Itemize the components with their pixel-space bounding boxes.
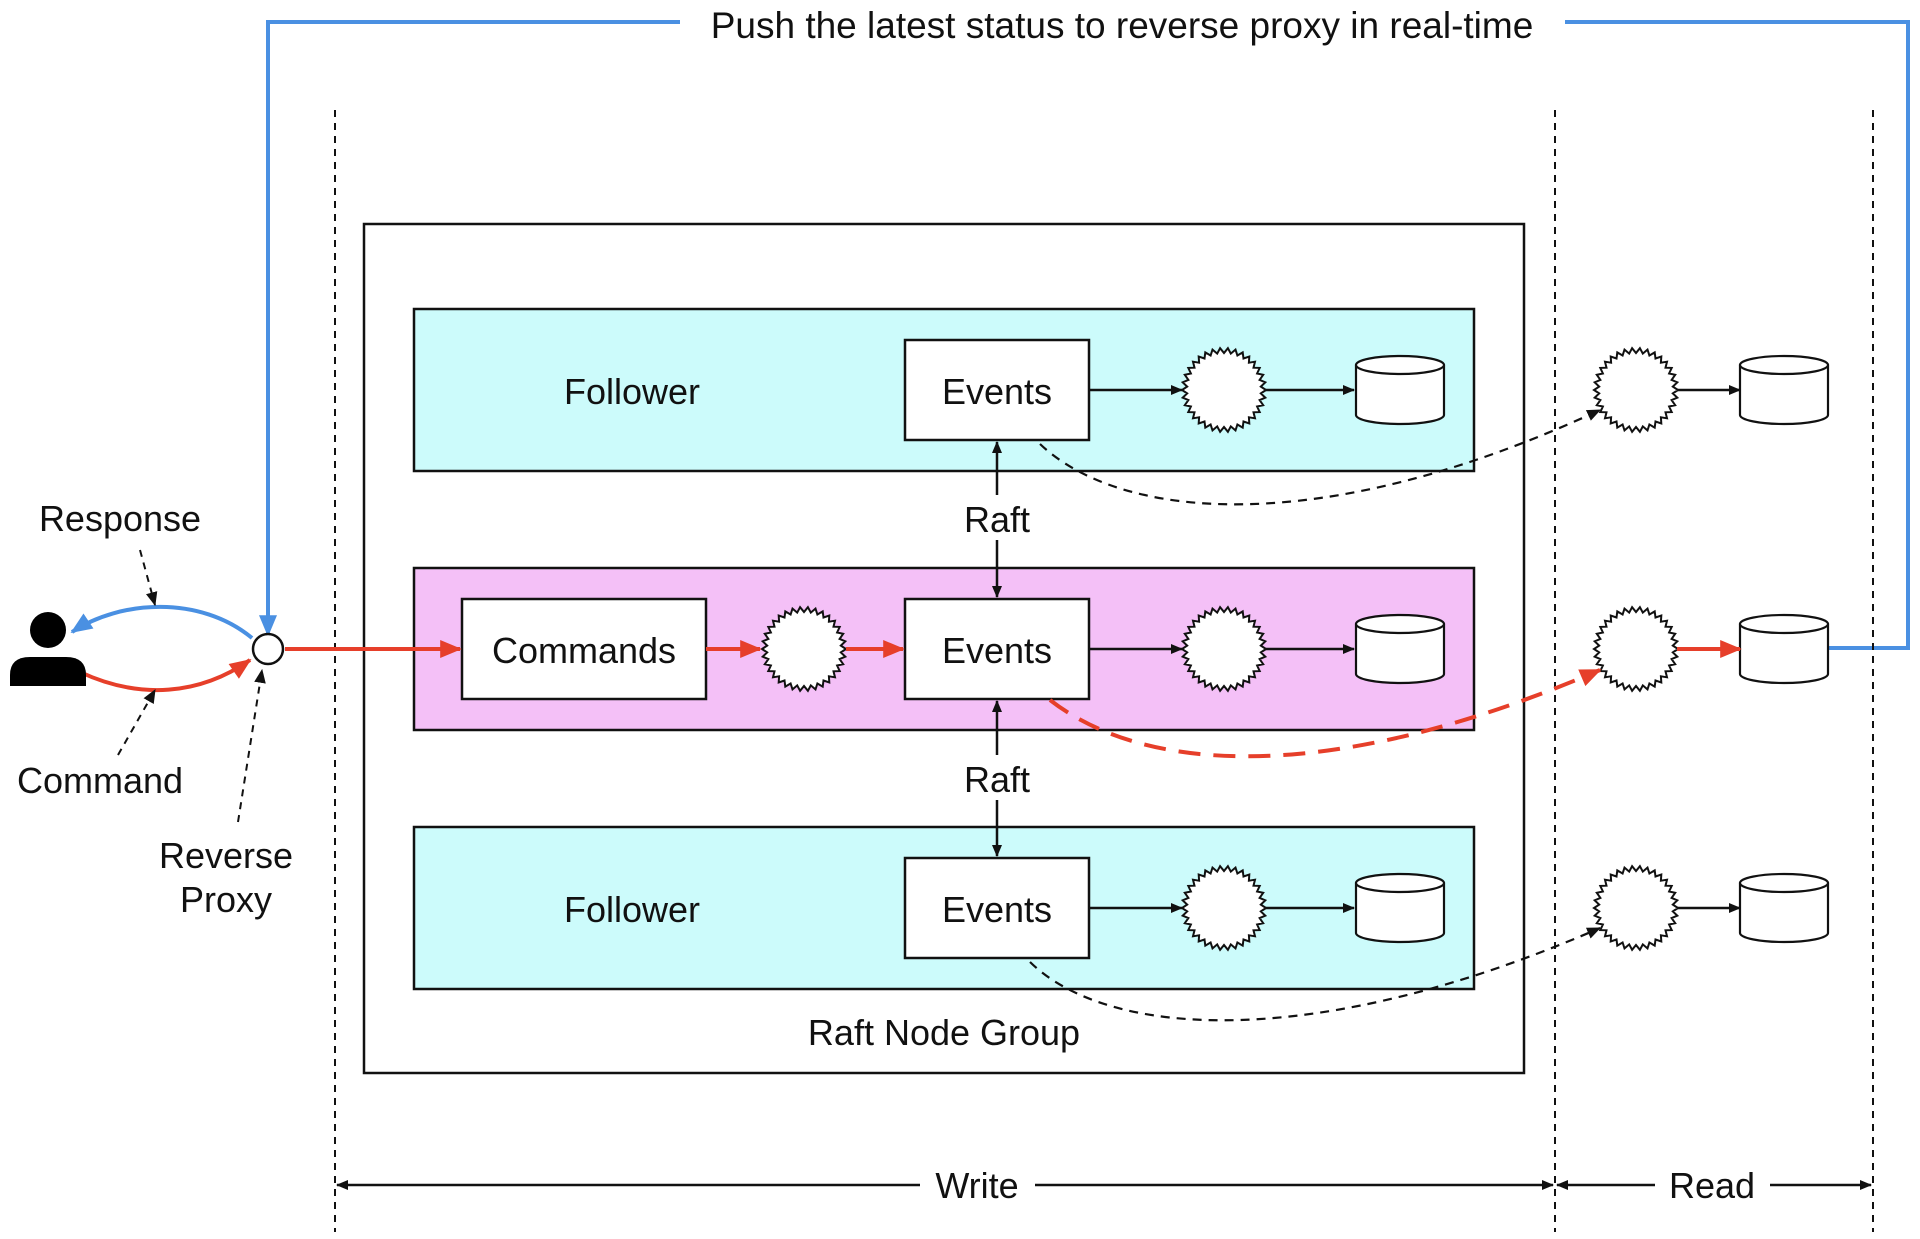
read-store-cylinder-bottom (1738, 872, 1830, 944)
reverse-proxy-pointer (237, 668, 266, 823)
raft-label-top: Raft (964, 499, 1030, 540)
raft-label-bottom: Raft (964, 759, 1030, 800)
projection-curve-leader (1048, 668, 1602, 759)
command-processor-starburst (760, 605, 848, 693)
events-label-top: Events (942, 371, 1052, 412)
reverse-proxy-label-1: Reverse (159, 835, 293, 876)
command-label: Command (17, 760, 183, 801)
follower-label-top: Follower (564, 371, 700, 412)
commands-label: Commands (492, 630, 676, 671)
projection-curve-top (1039, 409, 1602, 506)
follower-label-bottom: Follower (564, 889, 700, 930)
read-processor-starburst-top (1592, 346, 1680, 434)
store-cylinder-leader (1354, 613, 1446, 685)
events-label-leader: Events (942, 630, 1052, 671)
events-box-leader (903, 597, 1091, 701)
person-icon (10, 612, 86, 686)
command-pointer (117, 688, 156, 756)
response-curve (70, 604, 254, 640)
read-store-cylinder-top (1738, 354, 1830, 426)
events-label-bottom: Events (942, 889, 1052, 930)
reverse-proxy-label-2: Proxy (180, 879, 272, 920)
response-label: Response (39, 498, 201, 539)
push-status-label: Push the latest status to reverse proxy … (711, 5, 1534, 46)
read-processor-starburst-bottom (1592, 864, 1680, 952)
write-label: Write (935, 1165, 1018, 1206)
store-cylinder-top (1354, 354, 1446, 426)
response-pointer (139, 549, 158, 607)
push-status-line (268, 20, 1910, 648)
read-label: Read (1669, 1165, 1755, 1206)
raft-node-group-label: Raft Node Group (808, 1012, 1080, 1053)
store-cylinder-bottom (1354, 872, 1446, 944)
reverse-proxy-node (251, 632, 285, 666)
read-store-cylinder-leader (1738, 613, 1830, 685)
command-curve (79, 658, 252, 693)
projection-curve-bottom (1029, 926, 1602, 1022)
read-processor-starburst-leader (1592, 605, 1680, 693)
